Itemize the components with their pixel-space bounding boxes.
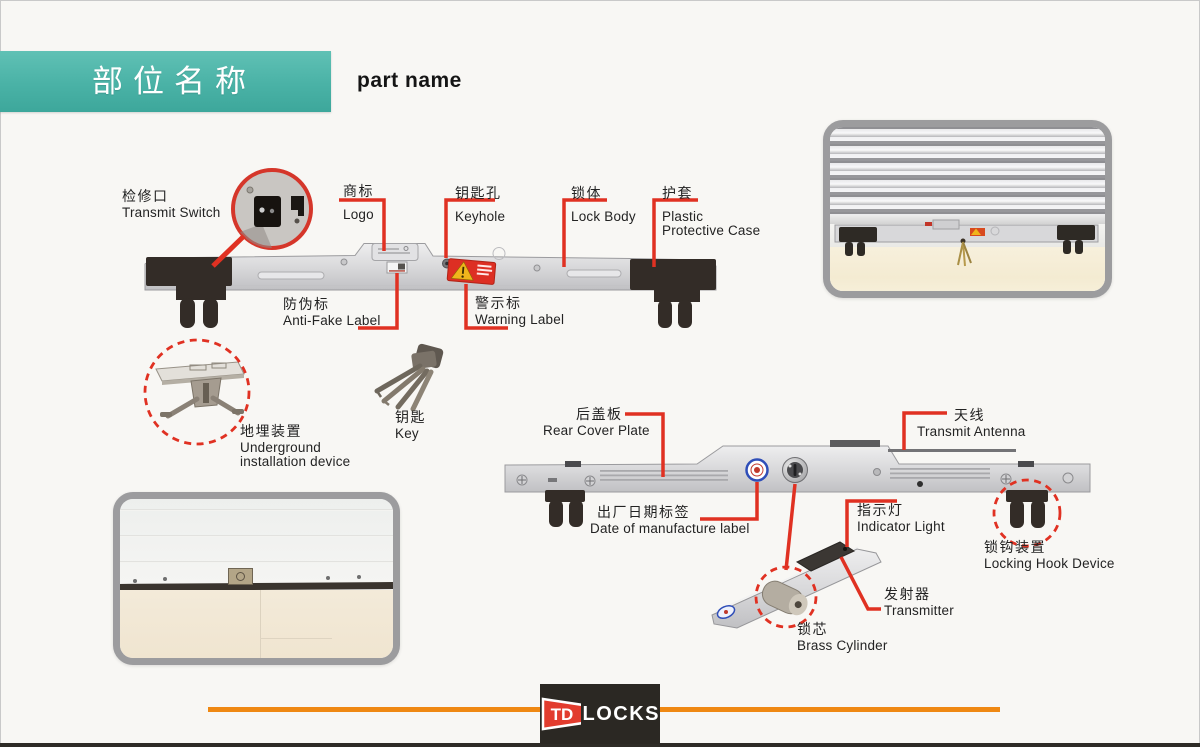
page-title-en: part name: [357, 69, 462, 92]
embossed-circle: [492, 247, 506, 260]
page-title-zh: 部位名称: [92, 64, 256, 99]
door-lock-plate: [228, 568, 253, 585]
transmit-antenna-strip: [888, 449, 1016, 452]
label-transmitter: 发射器 Transmitter: [884, 587, 954, 618]
rear-right-hook: [1006, 490, 1048, 528]
floor-line: [260, 638, 332, 639]
keys: [374, 343, 444, 412]
transmitter-box: [795, 541, 856, 572]
brand-logo: TD LOCKS: [540, 684, 660, 744]
td-logo-text: TD: [551, 705, 574, 724]
label-brass-cylinder: 锁芯 Brass Cylinder: [797, 622, 888, 653]
label-warning-zh: 警示标: [475, 295, 522, 311]
panel-groove: [120, 509, 393, 511]
label-locking-hook-device: 锁钩装置 Locking Hook Device: [984, 540, 1115, 571]
label-protective-case-zh: 护套: [662, 185, 693, 201]
screw: [326, 576, 330, 580]
label-keyhole-en: Keyhole: [455, 209, 506, 224]
logo-plate: [371, 243, 419, 261]
label-lock-body-zh: 锁体: [571, 185, 602, 201]
title-banner: 部位名称: [0, 51, 331, 112]
label-transmit-antenna-en: Transmit Antenna: [917, 424, 1026, 439]
label-indicator-light-zh: 指示灯: [857, 502, 904, 518]
rear-cylinder: [782, 457, 808, 483]
label-key: 钥匙 Key: [395, 410, 426, 441]
photo-lock-bar: [834, 219, 1099, 267]
brand-locks-text: LOCKS: [582, 702, 660, 725]
antenna-tab: [830, 440, 880, 447]
label-protective-case: 护套 Plastic Protective Case: [662, 186, 766, 238]
label-rear-cover-plate-zh: 后盖板: [576, 406, 623, 422]
label-underground-device-zh: 地埋装置: [240, 423, 302, 439]
transmitter-unit: [711, 541, 882, 629]
floor-line: [260, 590, 261, 658]
right-protective-case: [630, 259, 716, 290]
roller-shutter-slats: [830, 127, 1105, 215]
installed-lock-photo-door: [113, 492, 400, 665]
warning-sticker: [446, 258, 497, 285]
label-protective-case-en: Plastic Protective Case: [662, 209, 761, 238]
label-anti-fake: 防伪标 Anti-Fake Label: [283, 297, 381, 328]
screw: [357, 575, 361, 579]
label-date-of-manufacture: 出厂日期标签 Date of manufacture label: [590, 505, 750, 536]
bottom-strip: [0, 743, 1200, 747]
label-transmit-switch-zh: 检修口: [122, 188, 169, 204]
label-transmitter-en: Transmitter: [884, 603, 954, 618]
label-rear-cover-plate-en: Rear Cover Plate: [543, 423, 650, 438]
label-anti-fake-zh: 防伪标: [283, 296, 330, 312]
screw: [133, 579, 137, 583]
screws-left: [516, 461, 596, 487]
brass-cylinder-part: [761, 580, 808, 616]
label-key-en: Key: [395, 426, 419, 441]
door-panels: [120, 499, 393, 583]
label-rear-cover-plate: 后盖板 Rear Cover Plate: [543, 407, 650, 438]
label-transmit-antenna: 天线 Transmit Antenna: [917, 408, 1026, 439]
screw: [163, 577, 167, 581]
label-anti-fake-en: Anti-Fake Label: [283, 313, 381, 328]
label-indicator-light: 指示灯 Indicator Light: [857, 503, 945, 534]
label-transmit-switch: 检修口 Transmit Switch: [122, 189, 221, 220]
installed-lock-photo-shutter: [823, 120, 1112, 298]
shutter-bottom-ledge: [830, 215, 1105, 224]
label-indicator-light-en: Indicator Light: [857, 519, 945, 534]
label-transmit-antenna-zh: 天线: [954, 407, 985, 423]
right-hook: [654, 288, 700, 328]
indicator-light-dot: [843, 547, 847, 551]
label-warning: 警示标 Warning Label: [475, 296, 564, 327]
panel-groove: [120, 535, 393, 537]
date-of-manufacture-sticker: [745, 458, 769, 482]
label-logo-en: Logo: [343, 207, 374, 222]
label-transmitter-zh: 发射器: [884, 586, 931, 602]
label-date-of-manufacture-zh: 出厂日期标签: [597, 504, 690, 520]
label-keyhole-zh: 钥匙孔: [455, 185, 502, 201]
photo-floor: [120, 590, 393, 658]
underground-installation-device: [155, 361, 245, 419]
label-warning-en: Warning Label: [475, 312, 565, 327]
label-logo-zh: 商标: [343, 183, 374, 199]
rear-left-hook: [545, 490, 585, 527]
label-brass-cylinder-en: Brass Cylinder: [797, 638, 888, 653]
label-lock-body-en: Lock Body: [571, 209, 636, 224]
label-keyhole: 钥匙孔 Keyhole: [455, 186, 505, 224]
label-locking-hook-device-en: Locking Hook Device: [984, 556, 1115, 571]
label-locking-hook-device-zh: 锁钩装置: [984, 539, 1046, 555]
label-logo: 商标 Logo: [343, 184, 374, 222]
label-underground-device: 地埋装置 Underground installation device: [240, 424, 375, 469]
label-underground-device-en: Underground installation device: [240, 440, 351, 469]
left-protective-case: [146, 257, 232, 286]
panel-groove: [120, 561, 393, 563]
td-logo-icon: TD: [541, 697, 581, 731]
keyhole-detail: [442, 258, 452, 269]
label-lock-body: 锁体 Lock Body: [571, 186, 636, 224]
label-brass-cylinder-zh: 锁芯: [797, 621, 828, 637]
left-hook: [176, 284, 226, 328]
anti-fake-sticker: [386, 261, 408, 274]
label-key-zh: 钥匙: [395, 409, 426, 425]
label-date-of-manufacture-en: Date of manufacture label: [590, 521, 750, 536]
front-lock-body: [144, 243, 717, 328]
transmit-switch-detail-circle: [231, 168, 313, 250]
label-transmit-switch-en: Transmit Switch: [122, 205, 221, 220]
screws-right: [1000, 461, 1074, 485]
